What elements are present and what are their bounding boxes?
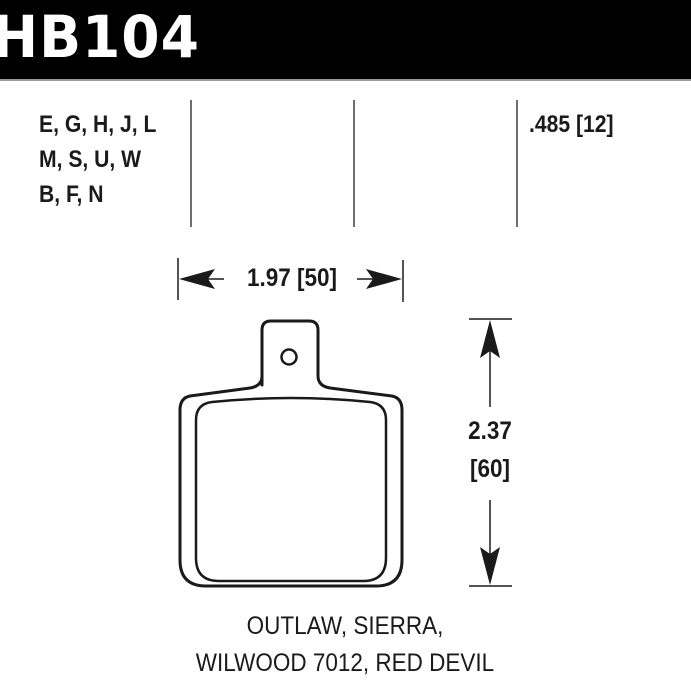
application-caption: OUTLAW, SIERRA, WILWOOD 7012, RED DEVIL: [145, 608, 545, 682]
brake-pad-outline-icon: [178, 319, 404, 588]
thickness-dimension-label: .485 [12]: [529, 111, 614, 138]
compound-line-2: M, S, U, W: [39, 146, 142, 173]
height-dimension-arrows-icon: [469, 318, 512, 587]
width-dimension-arrows-icon: [177, 258, 404, 302]
compound-list: E, G, H, J, L M, S, U, W B, F, N: [39, 107, 172, 212]
application-line-2: WILWOOD 7012, RED DEVIL: [195, 649, 495, 677]
side-view-lines: [190, 100, 518, 227]
part-number-title: HB104: [0, 3, 200, 71]
compound-line-1: E, G, H, J, L: [39, 111, 157, 138]
compound-line-3: B, F, N: [39, 181, 104, 208]
height-millimeters: [60]: [469, 455, 511, 483]
mounting-hole-icon: [280, 348, 298, 366]
width-dimension-label: 1.97 [50]: [246, 264, 338, 292]
height-dimension-label: 2.37 [60]: [456, 412, 524, 488]
height-inches: 2.37: [468, 417, 512, 445]
header-divider: [0, 79, 691, 81]
application-line-1: OUTLAW, SIERRA,: [246, 612, 444, 640]
header-bar: HB104: [0, 0, 691, 79]
